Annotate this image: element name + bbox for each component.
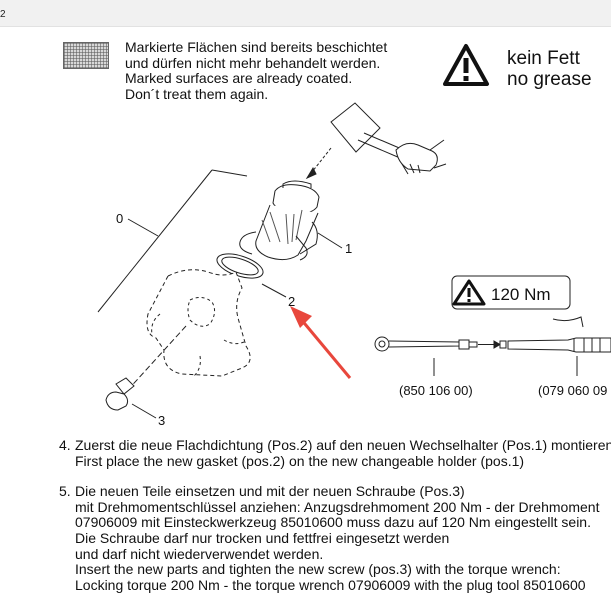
callout-2: 2 [288, 294, 295, 309]
step-line: Locking torque 200 Nm - the torque wrenc… [75, 576, 586, 593]
step-line: Die neuen Teile einsetzen und mit der ne… [75, 483, 465, 500]
torque-value: 120 Nm [491, 285, 551, 304]
step-line: Zuerst die neue Flachdichtung (Pos.2) au… [75, 437, 611, 453]
viewer-toolbar: 2 [0, 0, 611, 27]
coating-notice: Markierte Flächen sind bereits beschicht… [125, 39, 388, 102]
no-grease-label: kein Fett no grease [507, 48, 592, 90]
hatched-swatch-icon [63, 42, 109, 69]
assembly-diagram: 0 1 2 3 120 Nm (850 106 00) (079 060 09 [97, 102, 611, 428]
step-line: 07906009 mit Einsteckwerkzeug 85010600 m… [75, 514, 591, 531]
changeable-holder-part [239, 180, 320, 261]
step-number: 5. [59, 483, 71, 500]
callout-3: 3 [158, 413, 165, 428]
torque-warning-icon [452, 279, 486, 306]
no-grease-german: kein Fett [507, 48, 580, 69]
notice-line: und dürfen nicht mehr behandelt werden. [125, 54, 381, 71]
step-4: 4. Zuerst die neue Flachdichtung (Pos.2)… [59, 437, 611, 469]
hammer-icon [330, 102, 447, 175]
warning-triangle-icon [443, 44, 489, 86]
step-line: und darf nicht wiederverwendet werden. [75, 545, 324, 562]
housing-part [97, 169, 251, 393]
torque-wrench-icon [374, 316, 611, 376]
callout-1: 1 [345, 241, 352, 256]
red-indicator-arrow [290, 306, 352, 379]
step-line: First place the new gasket (pos.2) on th… [75, 452, 525, 469]
no-grease-english: no grease [507, 69, 592, 90]
step-line: Insert the new parts and tighten the new… [75, 561, 561, 578]
tool-part-number-1: (850 106 00) [399, 383, 473, 398]
notice-line: Marked surfaces are already coated. [125, 70, 353, 86]
instruction-steps: 4. Zuerst die neue Flachdichtung (Pos.2)… [59, 437, 611, 593]
callout-0: 0 [116, 211, 123, 226]
notice-line: Markierte Flächen sind bereits beschicht… [125, 39, 388, 55]
tool-part-number-2: (079 060 09 [538, 383, 607, 398]
screw-part [105, 377, 135, 411]
step-line: mit Drehmomentschlüssel anziehen: Anzugs… [75, 498, 600, 515]
step-line: Die Schraube darf nur trocken und fettfr… [75, 529, 450, 546]
step-5: 5. Die neuen Teile einsetzen und mit der… [59, 484, 611, 593]
page-number: 2 [0, 9, 6, 20]
step-number: 4. [59, 437, 71, 453]
notice-line: Don´t treat them again. [125, 85, 269, 102]
